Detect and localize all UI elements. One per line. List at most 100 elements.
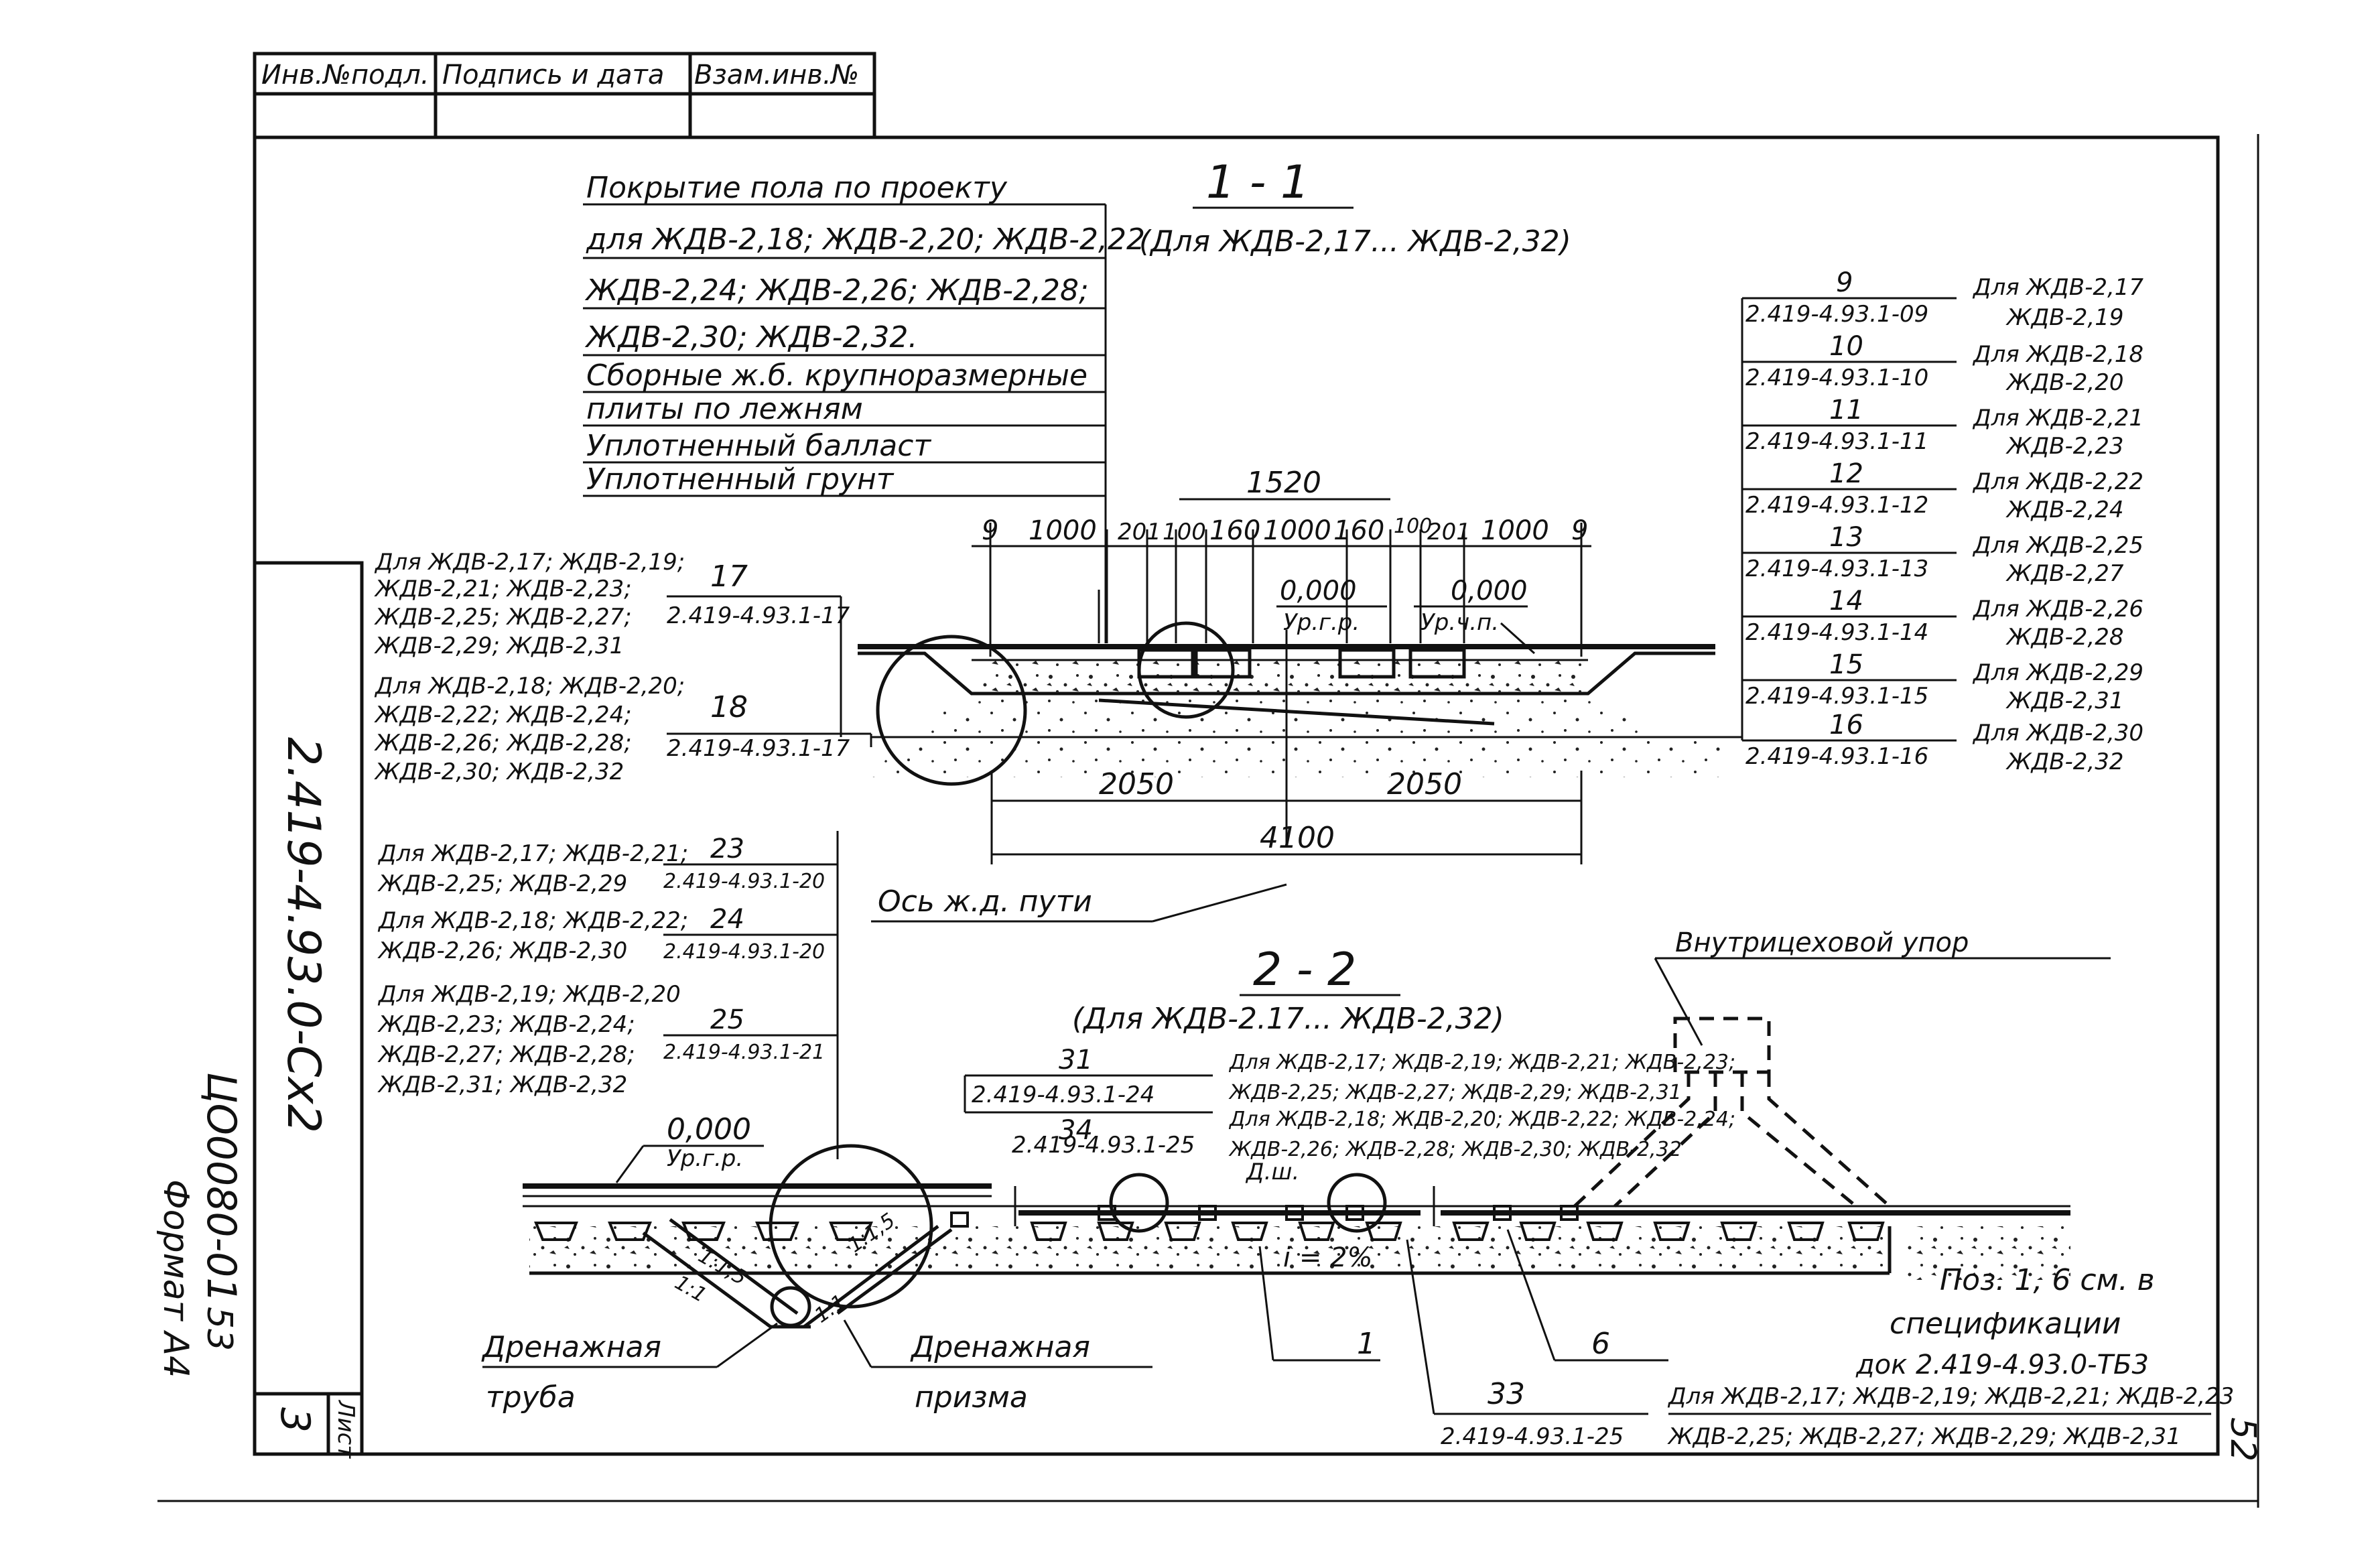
- ref18-doc: 2.419-4.93.1-17: [667, 735, 850, 762]
- rref-10-for-1: ЖДВ-2,20: [2005, 369, 2123, 396]
- layer-line-4: Сборные ж.б. крупноразмерные: [586, 358, 1087, 393]
- layer-line-7: Уплотненный грунт: [586, 462, 895, 497]
- ref17-line-3: ЖДВ-2,29; ЖДВ-2,31: [374, 633, 624, 659]
- stamp-inv-podl: Инв.№подл.: [261, 60, 430, 90]
- section-2-2-subtitle: (Для ЖДВ-2.17... ЖДВ-2,32): [1072, 1002, 1504, 1036]
- format-label: Формат А4: [155, 1179, 196, 1378]
- stamp-podpis: Подпись и дата: [442, 60, 664, 90]
- ref31-num: 31: [1059, 1045, 1093, 1075]
- drain-prism-line-1: призма: [915, 1380, 1028, 1415]
- dim-chain-top: 9 1000 201 100 160 1000 160 100 201 1000…: [982, 515, 1588, 546]
- rref-9-doc: 2.419-4.93.1-09: [1745, 301, 1928, 328]
- rref-11-num: 11: [1829, 395, 1863, 426]
- section-2-2: 2 - 2 (Для ЖДВ-2.17... ЖДВ-2,32) 31 2.41…: [481, 927, 2234, 1450]
- sheet-frame: [157, 134, 2259, 1508]
- for33-line-1: ЖДВ-2,25; ЖДВ-2,27; ЖДВ-2,29; ЖДВ-2,31: [1667, 1423, 2181, 1450]
- layer-line-5: плиты по лежням: [586, 392, 863, 426]
- rref-10-for-0: Для ЖДВ-2,18: [1972, 341, 2143, 368]
- rref-16-num: 16: [1829, 710, 1863, 740]
- ref17-line-2: ЖДВ-2,25; ЖДВ-2,27;: [374, 604, 632, 631]
- ref25-line-2: ЖДВ-2,27; ЖДВ-2,28;: [377, 1041, 635, 1068]
- rref-16-for-0: Для ЖДВ-2,30: [1972, 720, 2143, 746]
- section-2-2-title: 2 - 2: [1253, 943, 1356, 996]
- ref31-doc: 2.419-4.93.1-24: [972, 1082, 1154, 1108]
- layer-line-3: ЖДВ-2,30; ЖДВ-2,32.: [584, 320, 917, 354]
- left-refs-1: Для ЖДВ-2,17; ЖДВ-2,19; ЖДВ-2,21; ЖДВ-2,…: [374, 549, 872, 785]
- ref24-line-1: ЖДВ-2,26; ЖДВ-2,30: [377, 937, 627, 964]
- ref34-num: 34: [1059, 1115, 1093, 1146]
- for34-line-1: ЖДВ-2,26; ЖДВ-2,28; ЖДВ-2,30; ЖДВ-2,32: [1228, 1138, 1682, 1161]
- ref25-num: 25: [710, 1004, 744, 1035]
- section-1-1-profile: [858, 590, 1729, 844]
- sheet-label: Лист: [332, 1399, 359, 1459]
- ref25-line-1: ЖДВ-2,23; ЖДВ-2,24;: [377, 1011, 635, 1038]
- note-line-1: спецификации: [1890, 1307, 2121, 1341]
- rref-12-for-0: Для ЖДВ-2,22: [1972, 468, 2143, 495]
- ref17-num: 17: [710, 560, 748, 594]
- layer-line-2: ЖДВ-2,24; ЖДВ-2,26; ЖДВ-2,28;: [584, 273, 1089, 308]
- ref17-doc: 2.419-4.93.1-17: [667, 602, 850, 629]
- ref33-num: 33: [1488, 1377, 1525, 1411]
- rref-9-for-0: Для ЖДВ-2,17: [1972, 274, 2143, 301]
- dim-4100: 4100: [1260, 821, 1335, 855]
- rref-12-for-1: ЖДВ-2,24: [2005, 497, 2123, 523]
- rref-14-for-1: ЖДВ-2,28: [2005, 624, 2123, 651]
- level-1-label: Ур.г.р.: [1283, 609, 1360, 636]
- sheet-number: 3: [271, 1407, 318, 1433]
- level-22-value: 0,000: [667, 1112, 751, 1147]
- ref18-line-3: ЖДВ-2,30; ЖДВ-2,32: [374, 759, 624, 785]
- drain-pipe-line-1: труба: [486, 1380, 576, 1415]
- rref-11-for-1: ЖДВ-2,23: [2005, 433, 2123, 460]
- side-title-block: 2.419-4.93.0-Сх2 Лист 3 ЦО0080-01 53 Фор…: [155, 561, 2263, 1461]
- ref34-doc: 2.419-4.93.1-25: [1012, 1132, 1195, 1159]
- ref25-line-0: Для ЖДВ-2,19; ЖДВ-2,20: [377, 981, 681, 1008]
- rref-13-doc: 2.419-4.93.1-13: [1745, 556, 1928, 582]
- ref18-line-1: ЖДВ-2,22; ЖДВ-2,24;: [374, 702, 632, 728]
- layer-line-6: Уплотненный балласт: [586, 429, 931, 463]
- ref25-doc: 2.419-4.93.1-21: [663, 1041, 825, 1064]
- for31-line-1: ЖДВ-2,25; ЖДВ-2,27; ЖДВ-2,29; ЖДВ-2,31: [1228, 1081, 1682, 1104]
- ref18-num: 18: [710, 690, 748, 724]
- slope-percent: i = 2%: [1283, 1242, 1373, 1273]
- rref-15-for-0: Для ЖДВ-2,29: [1972, 659, 2143, 686]
- for34-line-0: Для ЖДВ-2,18; ЖДВ-2,20; ЖДВ-2,22; ЖДВ-2,…: [1228, 1108, 1735, 1131]
- for31-line-0: Для ЖДВ-2,17; ЖДВ-2,19; ЖДВ-2,21; ЖДВ-2,…: [1228, 1051, 1735, 1074]
- rref-9-for-1: ЖДВ-2,19: [2005, 304, 2123, 331]
- dim-1520: 1520: [1246, 466, 1321, 500]
- ref25-line-3: ЖДВ-2,31; ЖДВ-2,32: [377, 1071, 627, 1098]
- ref24-num: 24: [710, 904, 744, 935]
- rref-14-doc: 2.419-4.93.1-14: [1745, 619, 1928, 646]
- layer-line-0: Покрытие пола по проекту: [586, 171, 1008, 205]
- rref-12-num: 12: [1829, 458, 1863, 489]
- section-2-2-profile: [523, 1144, 2070, 1329]
- dim-100-b: 100: [1394, 515, 1432, 538]
- inner-stop-dashed: [1573, 1017, 1891, 1207]
- stamp-header: Инв.№подл. Подпись и дата Взам.инв.№: [253, 52, 876, 139]
- level-2-value: 0,000: [1451, 576, 1528, 606]
- dim-2050-right: 2050: [1387, 767, 1462, 801]
- axis-label: Ось ж.д. пути: [878, 885, 1092, 919]
- rref-15-doc: 2.419-4.93.1-15: [1745, 683, 1928, 710]
- stamp-vzam: Взам.инв.№: [694, 60, 859, 90]
- level-1-value: 0,000: [1280, 576, 1357, 606]
- callout-1: 1: [1357, 1327, 1376, 1361]
- page-number: 52: [2223, 1417, 2263, 1461]
- rref-15-num: 15: [1829, 649, 1863, 680]
- dim-100-a: 100: [1163, 519, 1206, 545]
- ref24-doc: 2.419-4.93.1-20: [663, 940, 825, 964]
- archive-number: 53: [199, 1307, 239, 1351]
- rref-12-doc: 2.419-4.93.1-12: [1745, 492, 1928, 519]
- note-line-0: Поз. 1, 6 см. в: [1940, 1263, 2155, 1297]
- ref23-line-0: Для ЖДВ-2,17; ЖДВ-2,21;: [377, 840, 688, 867]
- section-1-1-title: 1 - 1: [1206, 156, 1309, 209]
- section-1-1-subtitle: (Для ЖДВ-2,17... ЖДВ-2,32): [1139, 224, 1571, 259]
- stop-label: Внутрицеховой упор: [1675, 927, 1969, 958]
- rref-16-for-1: ЖДВ-2,32: [2005, 748, 2123, 775]
- dim-9-right: 9: [1571, 515, 1588, 546]
- dim-1000-a: 1000: [1029, 515, 1097, 546]
- ref18-line-2: ЖДВ-2,26; ЖДВ-2,28;: [374, 730, 632, 757]
- level-22-label: Ур.г.р.: [667, 1145, 743, 1172]
- dim-1000-c: 1000: [1481, 515, 1549, 546]
- ref33-doc: 2.419-4.93.1-25: [1441, 1423, 1624, 1450]
